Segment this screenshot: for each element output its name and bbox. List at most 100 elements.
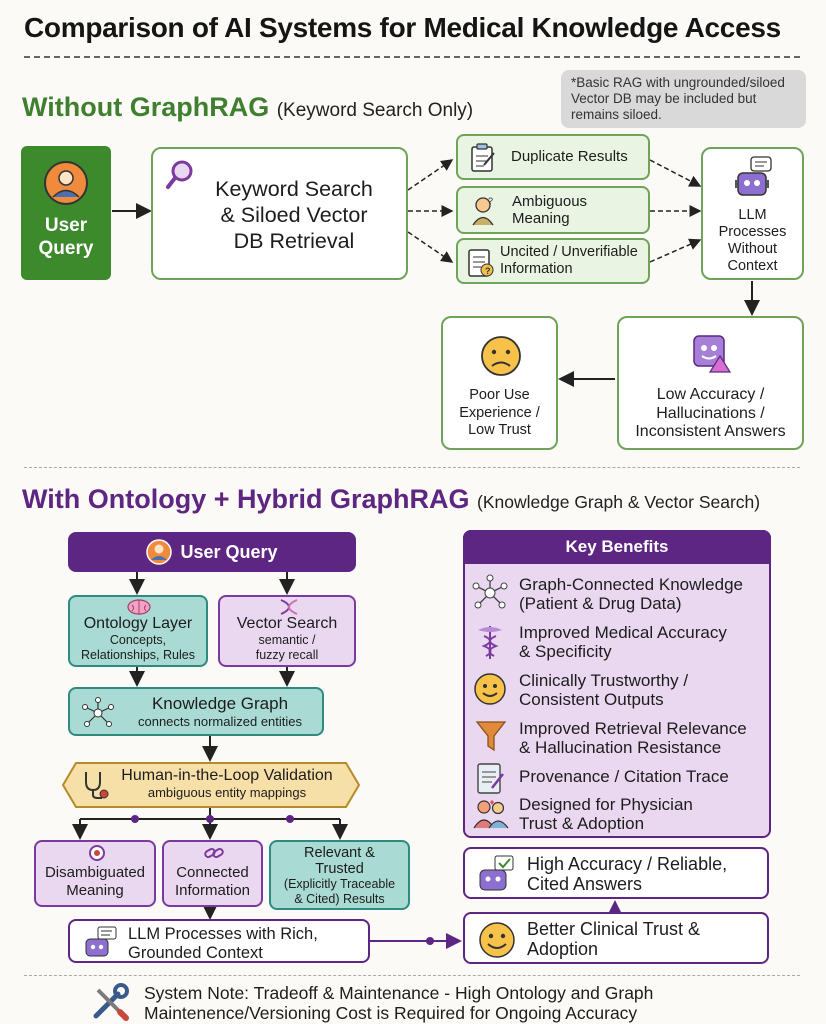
clipboard-icon xyxy=(470,143,496,173)
happy-face-icon xyxy=(477,920,517,960)
llm-label-1: LLM xyxy=(738,207,767,223)
disambiguated-label-1: Disambiguated xyxy=(44,864,146,881)
title-divider xyxy=(24,56,800,58)
user-query-label-2: Query xyxy=(38,238,94,259)
benefit-3-line-2: Consistent Outputs xyxy=(519,690,664,709)
robot-small-icon xyxy=(84,926,118,958)
system-note-line-1: System Note: Tradeoff & Maintenance - Hi… xyxy=(144,983,654,1003)
llm-grounded-label-2: Grounded Context xyxy=(128,944,263,962)
graph-network-icon xyxy=(82,697,114,729)
target-icon xyxy=(88,844,106,862)
with-heading-text: With Ontology + Hybrid GraphRAG xyxy=(22,484,470,514)
document-icon xyxy=(475,762,505,796)
link-icon xyxy=(204,844,224,862)
hitl-hexagon-shape xyxy=(62,762,360,808)
llm-label-2: Processes xyxy=(718,224,787,240)
people-icon xyxy=(473,798,509,830)
poor-experience-box: Poor Use Experience / Low Trust xyxy=(441,316,558,450)
ontology-title: Ontology Layer xyxy=(83,615,193,632)
vector-title: Vector Search xyxy=(236,615,338,632)
knowledge-graph-box: Knowledge Graph connects normalized enti… xyxy=(68,687,324,736)
uncited-document-icon: ? xyxy=(466,248,496,278)
disambiguated-meaning-box: Disambiguated Meaning xyxy=(34,840,156,907)
relevant-label-3: (Explicitly Traceable xyxy=(283,877,396,891)
disambiguated-label-2: Meaning xyxy=(66,882,124,899)
better-trust-box: Better Clinical Trust & Adoption xyxy=(463,912,769,964)
duplicate-results-label: Duplicate Results xyxy=(511,148,628,165)
brain-icon xyxy=(126,597,152,615)
relevant-label-4: & Cited) Results xyxy=(294,892,385,906)
user-query-label-1: User xyxy=(44,215,88,236)
kg-title: Knowledge Graph xyxy=(151,694,289,713)
kg-subtitle: connects normalized entities xyxy=(137,714,303,729)
footer-divider xyxy=(24,975,800,976)
better-trust-label-1: Better Clinical Trust & xyxy=(527,919,701,939)
robot-icon xyxy=(735,155,775,199)
ontology-line-2: Relationships, Rules xyxy=(81,648,195,662)
search-label-1: Keyword Search xyxy=(215,177,373,201)
uncited-label-1: Uncited / Unverifiable xyxy=(500,244,638,260)
relevant-label-2: Trusted xyxy=(315,861,364,877)
user-query-header-label: User Query xyxy=(180,541,278,562)
benefit-2-line-2: & Specificity xyxy=(519,642,612,661)
benefit-6-line-2: Trust & Adoption xyxy=(519,814,645,833)
with-heading: With Ontology + Hybrid GraphRAG (Knowled… xyxy=(22,484,760,515)
search-label-3: DB Retrieval xyxy=(233,229,355,253)
high-accuracy-box: High Accuracy / Reliable, Cited Answers xyxy=(463,847,769,899)
low-accuracy-label-1: Low Accuracy / xyxy=(656,386,765,403)
without-heading: Without GraphRAG (Keyword Search Only) xyxy=(22,92,473,123)
duplicate-results-box: Duplicate Results xyxy=(456,134,650,180)
benefit-4-line-1: Improved Retrieval Relevance xyxy=(519,719,747,738)
funnel-icon xyxy=(475,719,507,753)
smiley-icon xyxy=(473,672,507,706)
ambiguous-meaning-box: ? Ambiguous Meaning xyxy=(456,186,650,234)
low-accuracy-label-2: Hallucinations / xyxy=(656,404,765,422)
llm-label-4: Context xyxy=(727,258,778,274)
user-avatar-icon xyxy=(43,160,89,206)
llm-grounded-label-1: LLM Processes with Rich, xyxy=(128,925,318,943)
svg-text:?: ? xyxy=(485,266,491,276)
benefit-3-line-1: Clinically Trustworthy / xyxy=(519,671,689,690)
section-divider xyxy=(24,467,800,468)
llm-no-context-box: LLM Processes Without Context xyxy=(701,147,804,280)
user-query-header: User Query xyxy=(68,532,356,572)
benefit-2-line-1: Improved Medical Accuracy xyxy=(519,623,727,642)
ontology-layer-box: Ontology Layer Concepts, Relationships, … xyxy=(68,595,208,667)
sad-face-icon xyxy=(479,334,523,378)
key-benefits-panel: Key Benefits Graph-Connected Knowledge (… xyxy=(463,530,771,838)
benefit-4-line-2: & Hallucination Resistance xyxy=(519,738,722,757)
high-accuracy-label-1: High Accuracy / Reliable, xyxy=(527,854,728,874)
better-trust-label-2: Adoption xyxy=(527,939,599,959)
high-accuracy-label-2: Cited Answers xyxy=(527,874,643,894)
user-avatar-small-icon xyxy=(146,539,173,565)
search-label-2: & Siloed Vector xyxy=(220,203,368,227)
network-icon xyxy=(471,574,509,612)
hitl-subtitle: ambiguous entity mappings xyxy=(147,785,307,800)
relevant-trusted-box: Relevant & Trusted (Explicitly Traceable… xyxy=(269,840,410,910)
vector-search-box: Vector Search semantic / fuzzy recall xyxy=(218,595,356,667)
user-query-box: User Query xyxy=(21,146,111,280)
rag-note: *Basic RAG with ungrounded/siloed Vector… xyxy=(561,70,806,128)
svg-text:?: ? xyxy=(488,196,493,206)
poor-label-2: Experience / xyxy=(459,404,540,421)
relevant-label-1: Relevant & xyxy=(304,845,375,861)
low-accuracy-label-3: Inconsistent Answers xyxy=(635,423,786,440)
connected-label-1: Connected xyxy=(176,864,249,881)
without-heading-sub: (Keyword Search Only) xyxy=(276,100,474,121)
caduceus-icon xyxy=(475,622,505,660)
stethoscope-icon xyxy=(80,770,110,800)
with-heading-sub: (Knowledge Graph & Vector Search) xyxy=(477,492,761,512)
ambiguous-label-1: Ambiguous xyxy=(512,193,588,210)
vector-line-2: fuzzy recall xyxy=(255,648,319,662)
magnifier-icon xyxy=(165,159,195,191)
ambiguous-label-2: Meaning xyxy=(512,210,570,227)
hitl-title: Human-in-the-Loop Validation xyxy=(121,767,333,784)
llm-label-3: Without xyxy=(727,241,778,257)
system-note-line-2: Maintenence/Versioning Cost is Required … xyxy=(144,1003,638,1023)
warning-bot-icon xyxy=(692,334,732,374)
low-accuracy-box: Low Accuracy / Hallucinations / Inconsis… xyxy=(617,316,804,450)
llm-grounded-box: LLM Processes with Rich, Grounded Contex… xyxy=(68,919,370,963)
benefit-6-line-1: Designed for Physician xyxy=(519,795,693,814)
connected-label-2: Information xyxy=(174,882,251,899)
dna-icon xyxy=(278,598,300,616)
